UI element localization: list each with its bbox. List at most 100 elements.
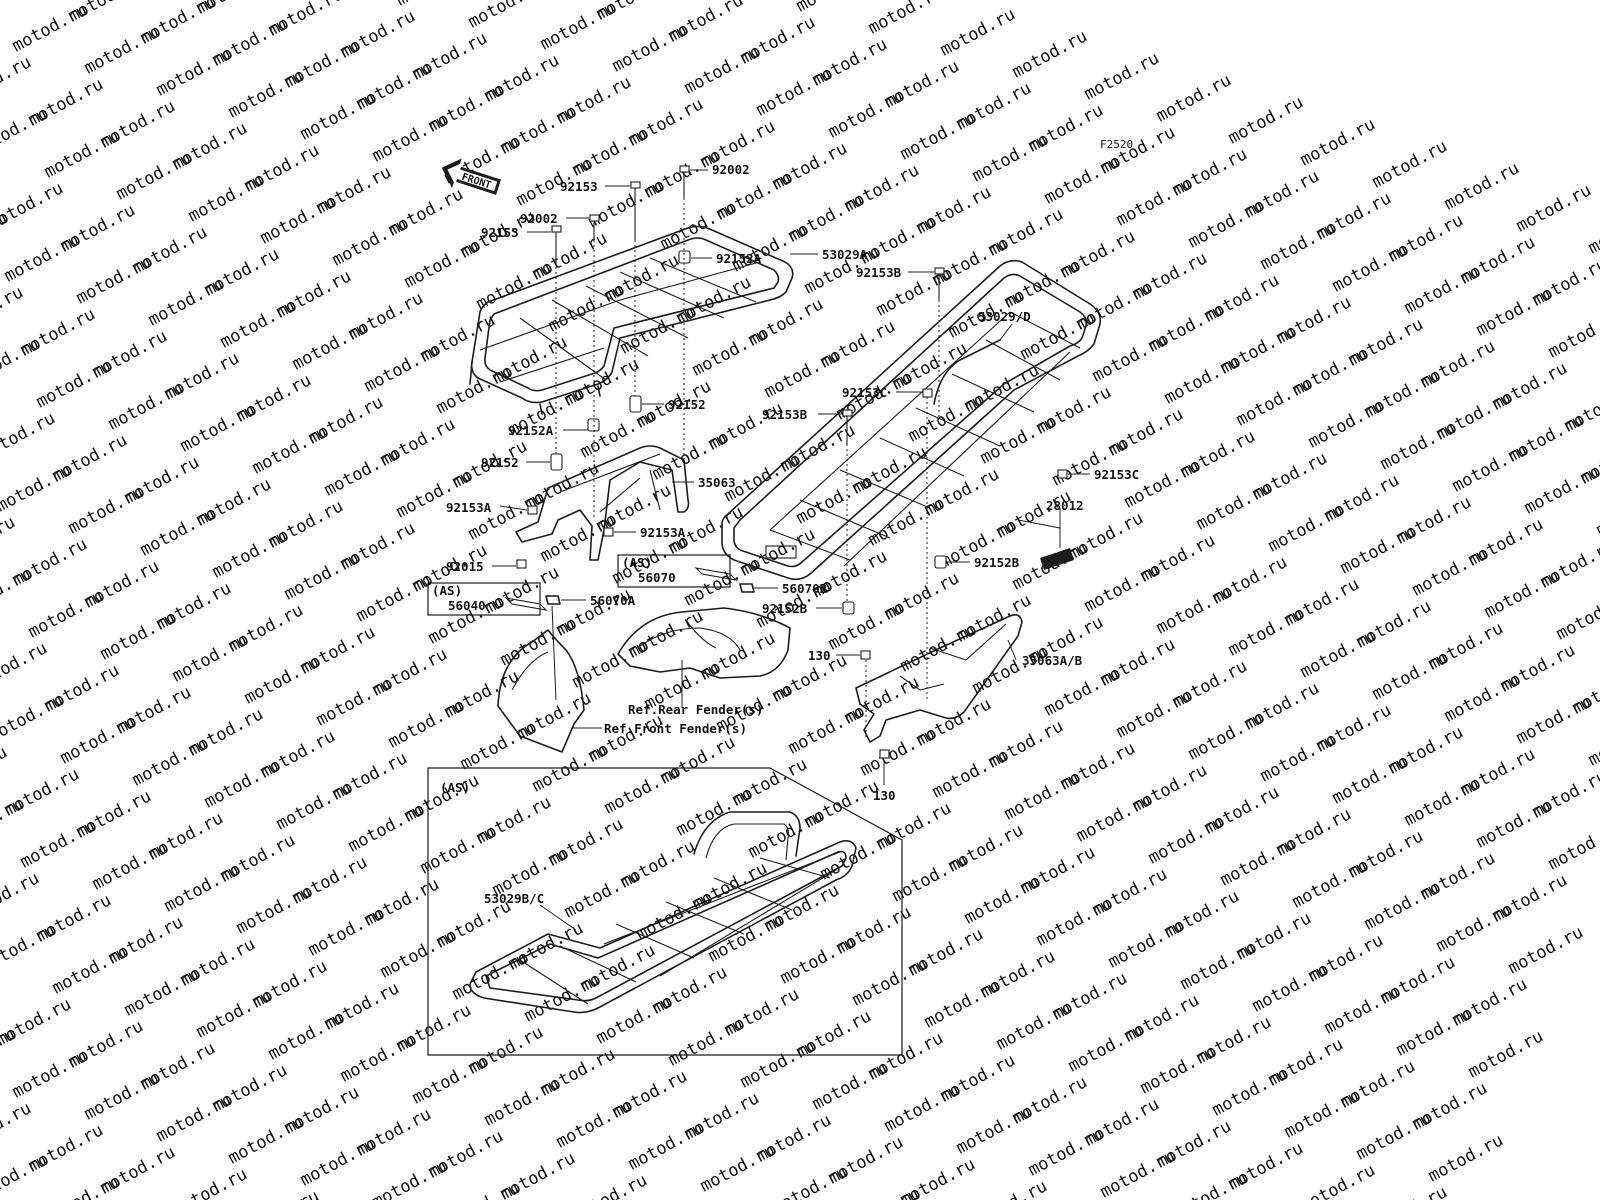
watermark-text: motod.ru [1145,812,1227,868]
watermark-text: motod.ru [1585,714,1600,770]
watermark-text: motod.ru [1289,856,1371,912]
watermark-text: motod.ru [1449,440,1531,496]
watermark-text: motod.ru [329,214,411,270]
watermark-text: motod.ru [409,1052,491,1108]
watermark-text: motod.ru [321,444,403,500]
watermark-text: motod.ru [0,868,43,924]
label-92153c-top: 92153C [842,385,887,400]
watermark-text: motod.ru [601,762,683,818]
watermark-text: motod.ru [361,340,443,396]
watermark-text: motod.ru [737,1036,819,1092]
watermark-text: motod.ru [273,778,355,834]
bolt-92153C-top [922,388,933,398]
label-92152a-right: 92152A [716,251,762,266]
as-box-56040 [427,582,541,616]
watermark-text: motod.ru [209,526,291,582]
label-53029bc: 53029B/C [484,891,544,906]
watermark-text: motod.ru [1281,1086,1363,1142]
watermark-text: motod.ru [993,998,1075,1054]
watermark-text: motod.ru [145,274,227,330]
watermark-text: motod.ru [129,734,211,790]
watermark-text: motod.ru [897,108,979,164]
watermark-text: motod.ru [1369,1182,1451,1200]
watermark-text: motod.ru [1033,894,1115,950]
label-92153b-mid: 92153B [762,407,808,422]
watermark-text: motod.ru [1113,686,1195,742]
watermark-text: motod.ru [217,296,299,352]
watermark-text: motod.ru [1369,648,1451,704]
watermark-text: motod.ru [1409,544,1491,600]
watermark-text: motod.ru [353,570,435,626]
watermark-text: motod.ru [1441,158,1523,214]
watermark-text: motod.ru [1505,922,1587,978]
watermark-text: motod.ru [1025,1124,1107,1180]
watermark-text: motod.ru [0,690,67,746]
watermark-text: motod.ru [1433,900,1515,956]
watermark-text: motod.ru [81,1068,163,1124]
label-130-top: 130 [808,648,831,663]
collar-92152B-left [842,601,855,615]
watermark-text: motod.ru [433,362,515,418]
watermark-text: motod.ru [465,0,547,32]
watermark-text: motod.ru [369,110,451,166]
watermark-text: motod.ru [625,1118,707,1174]
watermark-text: motod.ru [297,88,379,144]
watermark-text: motod.ru [1265,500,1347,556]
label-56070b: 56070B [782,581,828,596]
watermark-text: motod.ru [1305,396,1387,452]
watermark-text: motod.ru [57,712,139,768]
watermark-text: motod.ru [1377,418,1459,474]
watermark-text: motod.ru [457,718,539,774]
watermark-text: motod.ru [969,1176,1051,1200]
watermark-text: motod.ru [1177,938,1259,994]
watermark-text: motod.ru [297,1134,379,1190]
watermark-text: motod.ru [1473,284,1555,340]
watermark-text: motod.ru [0,742,11,798]
watermark-text: motod.ru [1337,522,1419,578]
watermark-text: motod.ru [1425,1130,1507,1186]
watermark-text: motod.ru [761,346,843,402]
label-92152-right: 92152 [668,397,706,412]
watermark-text: motod.ru [257,192,339,248]
watermark-text: motod.ru [0,1150,51,1200]
watermark-text: motod.ru [905,390,987,446]
watermark-text: motod.ru [169,630,251,686]
watermark-text: motod.ru [1553,588,1600,644]
watermark-text: motod.ru [0,282,27,338]
watermark-text: motod.ru [1401,774,1483,830]
diagram-code: F2520 [1100,138,1133,151]
watermark-text: motod.ru [65,482,147,538]
watermark-text: motod.ru [1393,1004,1475,1060]
label-56040: 56040 [448,598,486,613]
part-labels: 92002 92153 92002 92153 53029A 92152A 92… [432,162,1139,906]
label-92153-left: 92153 [481,225,519,240]
watermark-text: motod.ru [1185,196,1267,252]
watermark-text: motod.ru [1081,560,1163,616]
watermark-text: motod.ru [0,638,51,694]
as-box-56070 [617,554,731,588]
watermark-text: motod.ru [265,1008,347,1064]
watermark-text: motod.ru [1329,240,1411,296]
watermark-text: motod.ru [89,838,171,894]
watermark-text: motod.ru [1185,708,1267,764]
watermark-text: motod.ru [249,422,331,478]
label-53029d: 53029/D [978,309,1031,324]
label-130-bottom: 130 [873,788,896,803]
watermark-text: motod.ru [0,460,75,516]
watermark-text: motod.ru [665,1014,747,1070]
watermark-text: motod.ru [417,822,499,878]
bolt-92153B-top [934,267,945,300]
watermark-text: motod.ru [1545,818,1600,874]
watermark-text: motod.ru [1473,796,1555,852]
watermark-text: motod.ru [0,104,51,160]
watermark-text: motod.ru [1297,626,1379,682]
watermark-text: motod.ru [1169,1168,1251,1200]
watermark-text: motod.ru [705,910,787,966]
watermark-text: motod.ru [841,1184,923,1200]
watermark-text: motod.ru [0,52,35,108]
watermark-text: motod.ru [1041,152,1123,208]
watermark-text: motod.ru [785,702,867,758]
watermark-text: motod.ru [385,696,467,752]
